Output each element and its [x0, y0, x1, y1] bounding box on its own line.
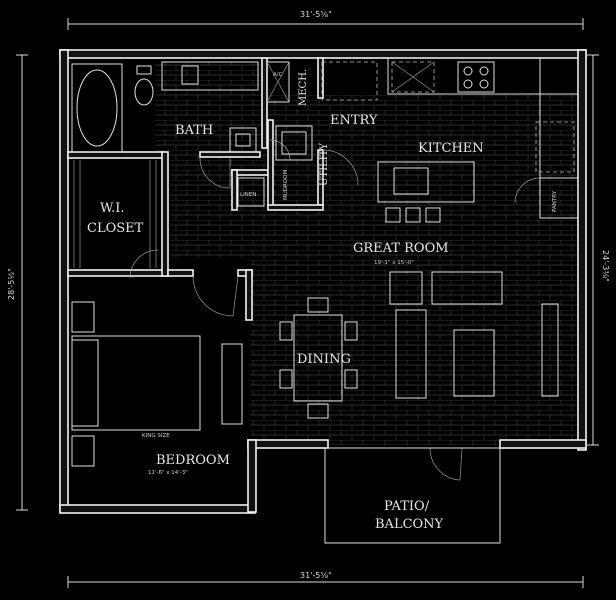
dimension-top: 31'-5⅝"	[300, 10, 332, 19]
patio-label-line1: PATIO/	[384, 499, 430, 514]
bathtub	[71, 63, 123, 153]
dimension-right: 24'-3⅜"	[601, 250, 610, 282]
great-room-dims: 19'-1" x 15'-0"	[374, 260, 414, 266]
mechanical-closet	[237, 61, 378, 207]
bath-label: BATH	[175, 123, 213, 138]
sofa-set	[389, 271, 559, 399]
king-size-label: KING SIZE	[142, 433, 170, 439]
dining-table	[279, 297, 358, 419]
closet-label-line2: CLOSET	[87, 221, 144, 236]
entry-label: ENTRY	[330, 113, 378, 128]
mech-label: MECH.	[298, 69, 309, 106]
utility-label: UTILITY	[319, 143, 330, 186]
great-room-label: GREAT ROOM	[353, 241, 449, 256]
kitchen-island	[377, 161, 475, 223]
walls	[59, 49, 587, 514]
bed	[71, 301, 243, 467]
dimension-lines	[16, 18, 599, 588]
mudroom-label: MUDROOM	[283, 170, 289, 200]
door-swings	[129, 139, 541, 481]
floor-areas	[155, 62, 578, 445]
linen-label: LINEN	[240, 192, 256, 198]
patio-label-line2: BALCONY	[375, 517, 444, 532]
bedroom-dims: 11'-6" x 14'-3"	[148, 470, 188, 476]
kitchen-counters	[387, 57, 579, 219]
vanity	[161, 61, 259, 153]
patio	[324, 447, 501, 544]
closet-label-line1: W.I.	[100, 201, 125, 216]
ac-label: A/C	[273, 72, 283, 78]
kitchen-label: KITCHEN	[418, 141, 484, 156]
pantry-label: PANTRY	[552, 190, 558, 212]
dining-label: DINING	[297, 352, 351, 367]
dimension-left: 28'-5½"	[7, 268, 16, 300]
dimension-bottom: 31'-5⅝"	[300, 571, 332, 580]
toilet	[134, 65, 154, 106]
bedroom-label: BEDROOM	[156, 453, 230, 468]
